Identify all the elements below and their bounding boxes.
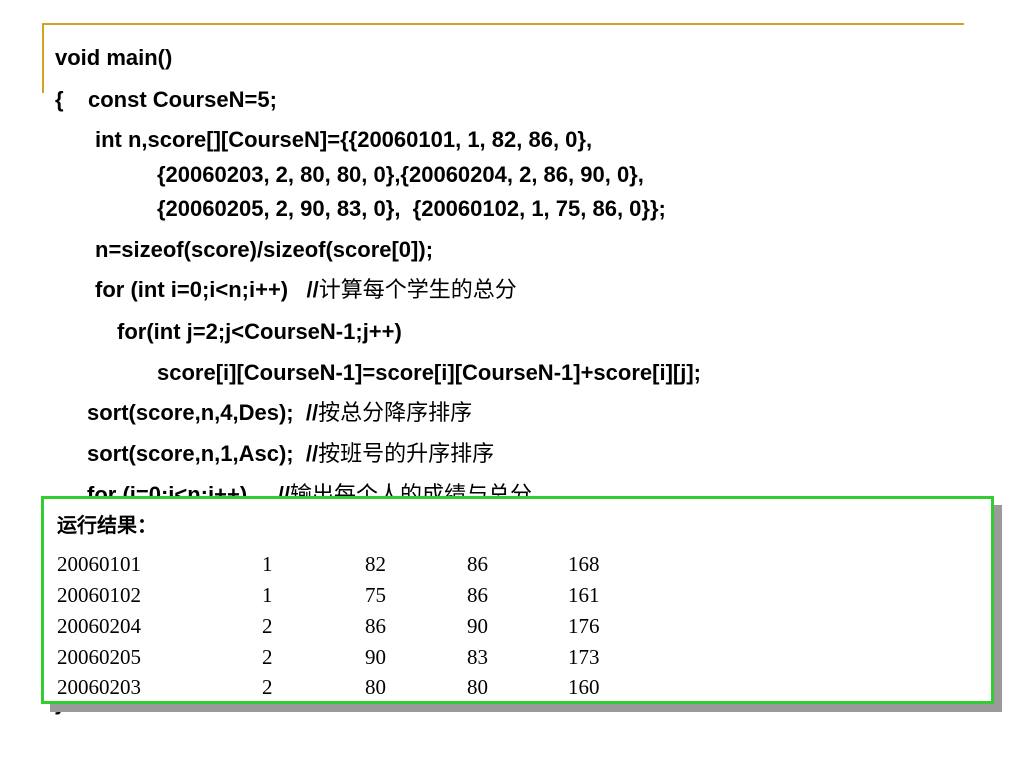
score1-cell: 82 [365,552,386,576]
score2-cell: 83 [467,645,488,669]
score1-cell: 90 [365,645,386,669]
code-line: for(int j=2;j<CourseN-1;j++) [117,319,402,344]
class-cell: 2 [262,614,273,638]
left-decorative-rule [42,23,44,93]
table-row: 20060102 1 75 86 161 [44,580,991,610]
top-decorative-rule [42,23,964,25]
student-id-cell: 20060203 [57,675,141,699]
total-cell: 161 [568,583,600,607]
score2-cell: 90 [467,614,488,638]
total-cell: 160 [568,675,600,699]
student-id-cell: 20060102 [57,583,141,607]
code-line: { const CourseN=5; [55,87,277,112]
table-row: 20060101 1 82 86 168 [44,549,991,579]
score2-cell: 80 [467,675,488,699]
code-line: {20060203, 2, 80, 80, 0},{20060204, 2, 8… [157,162,644,187]
score2-cell: 86 [467,552,488,576]
class-cell: 1 [262,552,273,576]
code-line: n=sizeof(score)/sizeof(score[0]); [95,237,434,262]
code-line: {20060205, 2, 90, 83, 0}, {20060102, 1, … [157,196,666,221]
total-cell: 176 [568,614,600,638]
class-cell: 2 [262,645,273,669]
code-line: sort(score,n,1,Asc); //按班号的升序排序 [87,441,495,467]
code-line: sort(score,n,4,Des); //按总分降序排序 [87,400,473,426]
class-cell: 2 [262,675,273,699]
table-row: 20060205 2 90 83 173 [44,642,991,672]
class-cell: 1 [262,583,273,607]
score1-cell: 75 [365,583,386,607]
code-line: score[i][CourseN-1]=score[i][CourseN-1]+… [157,360,701,385]
run-result-box: 运行结果： 20060101 1 82 86 168 20060102 1 75… [41,496,994,704]
total-cell: 173 [568,645,600,669]
student-id-cell: 20060101 [57,552,141,576]
score1-cell: 80 [365,675,386,699]
table-row: 20060204 2 86 90 176 [44,611,991,641]
student-id-cell: 20060204 [57,614,141,638]
code-line: void main() [55,45,173,70]
code-line: int n,score[][CourseN]={{20060101, 1, 82… [95,127,593,152]
run-result-title: 运行结果： [57,513,157,537]
table-row: 20060203 2 80 80 160 [44,672,991,702]
total-cell: 168 [568,552,600,576]
student-id-cell: 20060205 [57,645,141,669]
score2-cell: 86 [467,583,488,607]
score1-cell: 86 [365,614,386,638]
code-line: for (int i=0;i<n;i++) //计算每个学生的总分 [95,277,517,303]
